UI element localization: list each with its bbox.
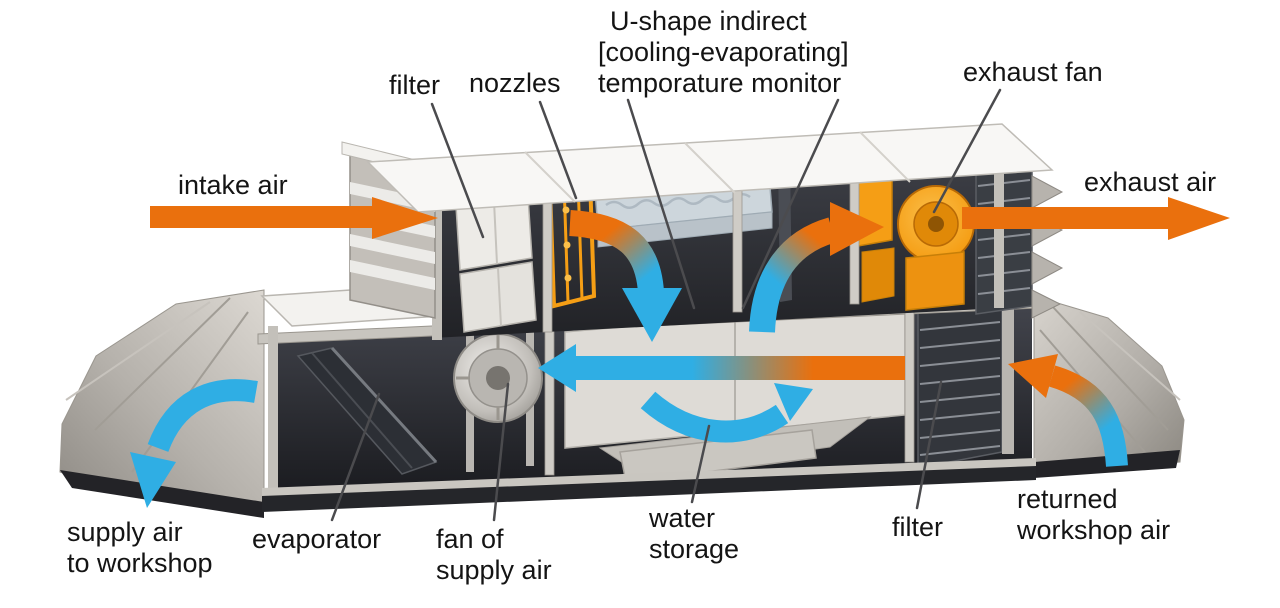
callout-filter-top — [430, 102, 485, 239]
side-fins — [1031, 175, 1064, 319]
label-exhaust-air: exhaust air — [1084, 167, 1216, 198]
returned-workshop-air-arrow — [1008, 354, 1128, 467]
supply-duct-underside — [60, 470, 264, 518]
label-evaporator-text: evaporator — [252, 524, 382, 554]
base-sill — [262, 458, 1036, 498]
label-filter-top: filter — [389, 70, 440, 101]
callout-water-storage — [690, 424, 711, 504]
upper-left-column — [432, 202, 442, 340]
lower-mullion-1 — [544, 309, 555, 476]
supply-to-workshop-arrow — [130, 379, 258, 508]
label-water-line1: water — [649, 503, 716, 533]
label-water-storage: water storage — [649, 503, 739, 565]
base-frame — [262, 466, 1036, 512]
label-u-shape-monitor: U-shape indirect [cooling-evaporating] t… — [598, 6, 849, 99]
label-exhaust-fan-text: exhaust fan — [963, 57, 1103, 87]
label-fan-supply-line2: supply air — [436, 555, 552, 585]
callout-evaporator — [330, 392, 381, 522]
callout-temperature-monitor — [741, 98, 840, 310]
callout-filter-bottom — [915, 380, 943, 510]
unit-roof — [366, 123, 1054, 213]
label-filter-bottom: filter — [892, 512, 943, 543]
label-intake-air-text: intake air — [178, 170, 288, 200]
cooling-downflow-arrow — [569, 210, 682, 342]
label-u-shape-line2: [cooling-evaporating] — [598, 37, 849, 67]
label-evaporator: evaporator — [252, 524, 381, 555]
supply-duct-elbow — [59, 289, 265, 518]
exhaust-air-arrow — [962, 197, 1230, 240]
intake-air-arrow — [150, 197, 438, 239]
label-nozzles-text: nozzles — [469, 68, 561, 98]
label-exhaust-fan: exhaust fan — [963, 57, 1103, 88]
lower-left-column — [268, 326, 278, 498]
exhaust-upflow-arrow — [749, 202, 884, 333]
label-nozzles: nozzles — [469, 68, 561, 99]
upper-mullion-2 — [732, 181, 743, 313]
flow-arrows — [130, 197, 1230, 508]
evaporator-coil — [296, 346, 438, 475]
label-supply-air-line2: to workshop — [67, 548, 213, 578]
label-returned-workshop-air: returned workshop air — [1017, 484, 1170, 546]
label-supply-air-workshop: supply air to workshop — [67, 517, 213, 579]
label-u-shape-line1: U-shape indirect — [610, 6, 807, 36]
callout-u-shape — [626, 98, 696, 310]
label-filter-top-text: filter — [389, 70, 441, 100]
label-u-shape-line3: temporature monitor — [598, 68, 842, 98]
label-filter-bottom-text: filter — [892, 512, 944, 542]
callout-exhaust-fan — [932, 88, 1002, 214]
label-water-line2: storage — [649, 534, 740, 564]
callout-lines — [330, 88, 1002, 522]
label-returned-line1: returned — [1017, 484, 1118, 514]
exhaust-fan-assembly — [857, 177, 975, 311]
label-exhaust-air-text: exhaust air — [1084, 167, 1217, 197]
label-returned-line2: workshop air — [1017, 515, 1171, 545]
label-intake-air: intake air — [178, 170, 288, 201]
supply-air-fan — [453, 330, 543, 472]
lower-mullion-2 — [904, 299, 915, 463]
upper-right-column — [994, 168, 1004, 308]
callout-nozzles — [538, 100, 578, 200]
label-fan-supply-line1: fan of — [436, 524, 504, 554]
label-supply-air-line1: supply air — [67, 517, 183, 547]
main-supply-arrow — [538, 344, 905, 392]
water-circulation-arrow — [640, 383, 813, 443]
upper-mullion-1 — [542, 195, 553, 333]
callout-fan-supply — [492, 382, 510, 522]
return-air-filter — [917, 302, 1014, 469]
intake-filter-bank — [455, 195, 537, 333]
label-fan-of-supply-air: fan of supply air — [436, 524, 552, 586]
